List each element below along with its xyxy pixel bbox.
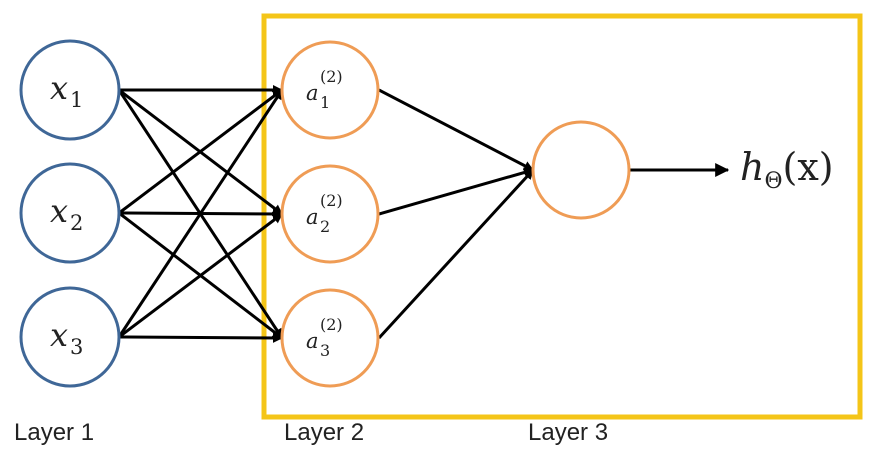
edges [117, 85, 730, 343]
highlight-box [261, 13, 863, 420]
svg-text:a: a [306, 81, 319, 105]
svg-text:a: a [306, 205, 319, 229]
svg-text:3: 3 [320, 341, 330, 360]
layer-1-label: Layer 1 [14, 419, 94, 446]
svg-text:(2): (2) [320, 191, 343, 210]
input-node-2: x2 [19, 162, 121, 264]
svg-text:x1: x1 [50, 69, 83, 112]
edge-a3-out [377, 168, 535, 340]
edge-a1-out [378, 88, 534, 172]
layer-2-label: Layer 2 [284, 419, 364, 446]
svg-text:hΘ(x): hΘ(x) [740, 145, 834, 194]
svg-text:(2): (2) [320, 315, 343, 334]
hidden-node-1: a (2) 1 [280, 40, 380, 140]
edge-x3-a1 [117, 89, 284, 338]
edge-x2-a1 [118, 88, 283, 215]
layer-3-label: Layer 3 [528, 419, 608, 446]
svg-text:(2): (2) [320, 67, 343, 86]
svg-text:2: 2 [320, 217, 330, 236]
edge-a2-out [378, 167, 534, 216]
edge-x3-a3 [118, 332, 283, 343]
hidden-node-3: a (2) 3 [280, 288, 380, 388]
svg-text:1: 1 [320, 93, 330, 112]
svg-text:x2: x2 [50, 192, 83, 235]
edge-x3-a2 [118, 212, 283, 339]
hidden-node-2: a (2) 2 [280, 164, 380, 264]
output-node [531, 120, 631, 220]
input-node-3: x3 [19, 286, 121, 388]
input-node-1: x1 [19, 39, 121, 141]
svg-text:x3: x3 [50, 316, 83, 359]
output-label: hΘ(x) [740, 145, 834, 194]
svg-text:a: a [306, 329, 319, 353]
